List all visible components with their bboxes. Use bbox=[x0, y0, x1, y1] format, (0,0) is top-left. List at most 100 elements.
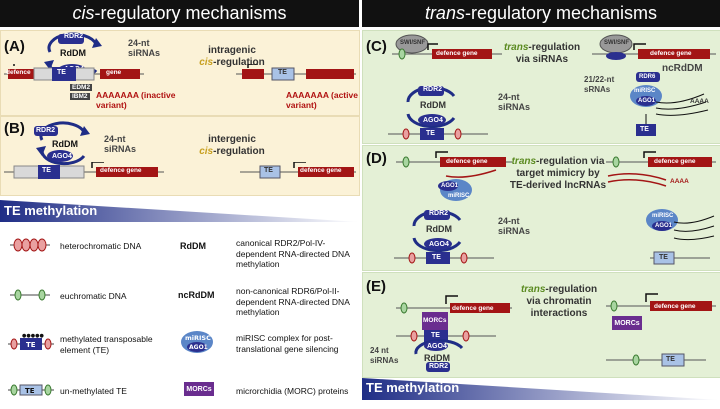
mirisc-icon: miRISC AGO1 bbox=[181, 331, 213, 353]
cis-header-italic: cis bbox=[72, 3, 95, 23]
panel-a-gene-left: defence bbox=[6, 69, 31, 76]
panel-d-title: trans-regulation via target mimicry by T… bbox=[508, 156, 608, 192]
morcs-icon: MORCs bbox=[184, 382, 214, 396]
panel-e-te-left: TE bbox=[431, 332, 440, 339]
svg-text:AGO1: AGO1 bbox=[189, 344, 208, 351]
panel-e-morcs-right-label: MORCs bbox=[614, 319, 640, 327]
unmethylated-te-icon: TE bbox=[8, 384, 54, 396]
heterochromatic-icon bbox=[10, 238, 50, 252]
panel-a-active: AAAAAAA (active variant) bbox=[286, 90, 358, 110]
panel-c-ncrddm: ncRdDM bbox=[662, 63, 703, 74]
panel-e-right-gene bbox=[606, 293, 716, 367]
svg-text:miRISC: miRISC bbox=[185, 334, 211, 342]
panel-d-mirisc-complex bbox=[646, 209, 715, 265]
legend-rddm-abbr: RdDM bbox=[180, 241, 206, 251]
panel-c-ago4: AGO4 bbox=[423, 117, 443, 124]
panel-d-ago1-right: AGO1 bbox=[655, 223, 673, 229]
panel-d-rdr2: RDR2 bbox=[429, 210, 449, 217]
panel-a-ibm2: IBM2 bbox=[70, 93, 90, 100]
legend-morcs: microrchidia (MORC) proteins bbox=[236, 386, 349, 396]
legend-ncrddm-abbr: ncRdDM bbox=[178, 290, 215, 300]
panel-c-polya: AAAA bbox=[690, 98, 709, 105]
panel-c-title: trans-regulation via siRNAs bbox=[502, 42, 582, 66]
panel-b-title-rest: -regulation bbox=[213, 146, 265, 157]
panel-b-title-word: intergenic bbox=[208, 134, 256, 145]
panel-a-right-te: TE bbox=[278, 69, 287, 76]
panel-d-ago1: AGO1 bbox=[441, 183, 459, 189]
panel-c-title-rest: -regulation via siRNAs bbox=[515, 42, 581, 65]
panel-c-swi-right: SWI/SNF bbox=[604, 40, 629, 46]
panel-a-edm2: EDM2 bbox=[70, 84, 93, 91]
panel-b-gene: defence gene bbox=[100, 167, 142, 174]
panel-c-swi-left: SWI/SNF bbox=[400, 40, 425, 46]
panel-a-title-word: intragenic bbox=[208, 45, 256, 56]
legend-unmethylated-te: un-methylated TE bbox=[60, 386, 127, 396]
panel-b-rddm-cycle bbox=[34, 121, 90, 166]
panel-e-title-rest: -regulation via chromatin interactions bbox=[526, 284, 598, 319]
legend-methylated-te: methylated transposable element (TE) bbox=[60, 334, 153, 355]
legend-euchromatic: euchromatic DNA bbox=[60, 291, 127, 301]
te-methylation-gradient-left bbox=[0, 200, 360, 222]
panel-c-rdr6: RDR6 bbox=[639, 74, 656, 80]
legend-heterochromatic: heterochromatic DNA bbox=[60, 241, 142, 251]
panel-a-rddm: RdDM bbox=[60, 48, 86, 58]
panel-c-gene-left: defence gene bbox=[436, 50, 478, 57]
panel-a-sirna: 24-nt siRNAs bbox=[128, 38, 161, 58]
panel-c-ago1: AGO1 bbox=[638, 98, 656, 104]
panel-c-te: TE bbox=[426, 130, 435, 137]
panel-d-rddm: RdDM bbox=[426, 224, 452, 234]
panel-c-sirna-21: 21/22-nt sRNAs bbox=[584, 75, 615, 94]
panel-c-rdr2: RDR2 bbox=[423, 86, 443, 93]
svg-text:●●●●●: ●●●●● bbox=[22, 333, 44, 339]
panel-d-rddm-cycle bbox=[394, 210, 494, 264]
panel-d-right-gene bbox=[606, 151, 716, 187]
panel-c-gene-right: defence gene bbox=[650, 50, 692, 57]
panel-c-mirisc: miRISC bbox=[634, 88, 656, 94]
panel-e-morcs-left: MORCs bbox=[423, 317, 447, 324]
panel-c-sirna: 24-nt siRNAs bbox=[498, 92, 531, 112]
svg-text:TE: TE bbox=[26, 341, 36, 349]
te-methylation-right: TE methylation bbox=[366, 380, 460, 395]
panel-b-right-gene bbox=[240, 162, 356, 179]
panel-d-label: (D) bbox=[366, 150, 387, 167]
panel-b-rddm: RdDM bbox=[52, 139, 78, 149]
panel-d-title-trans: trans bbox=[511, 156, 537, 167]
panel-a-label: (A) bbox=[4, 38, 25, 55]
panel-d-polya: AAAA bbox=[670, 178, 689, 185]
panel-e-ago4: AGO4 bbox=[427, 343, 447, 350]
panel-a-title-cis: cis bbox=[199, 57, 214, 68]
legend-ncrddm: non-canonical RDR6/Pol-II-dependent RNA-… bbox=[236, 286, 350, 317]
te-methylation-left: TE methylation bbox=[4, 203, 98, 218]
cis-header: cis-regulatory mechanisms bbox=[0, 0, 359, 27]
panel-b-te: TE bbox=[42, 167, 51, 174]
panel-d-title-rest: -regulation via target mimicry by TE-der… bbox=[509, 156, 607, 191]
panel-e-sirna: 24 nt siRNAs bbox=[370, 346, 399, 365]
panel-a-gene-right: gene bbox=[106, 69, 122, 76]
panel-e-title: trans-regulation via chromatin interacti… bbox=[514, 284, 604, 320]
panel-c-rddm-cycle bbox=[388, 86, 488, 140]
panel-b-right-te: TE bbox=[264, 167, 273, 174]
panel-c-right-gene bbox=[592, 34, 716, 60]
cis-header-rest: -regulatory mechanisms bbox=[94, 3, 287, 23]
panel-c-title-trans: trans bbox=[503, 42, 529, 53]
legend-mirisc: miRISC complex for post-translational ge… bbox=[236, 333, 339, 354]
panel-a-inactive: AAAAAAA (inactive variant) bbox=[96, 90, 176, 110]
panel-d-gene-right: defence gene bbox=[654, 158, 696, 165]
panel-e-label: (E) bbox=[366, 278, 386, 295]
panel-e-te-right: TE bbox=[666, 356, 675, 363]
methylated-te-icon: ●●●●● TE bbox=[8, 333, 54, 350]
panel-d-sirna: 24-nt siRNAs bbox=[498, 216, 531, 236]
svg-text:TE: TE bbox=[25, 387, 35, 395]
panel-e-left-gene bbox=[396, 295, 512, 372]
panel-d-mirisc-right: miRISC bbox=[652, 213, 674, 219]
panel-c-mirisc-complex bbox=[630, 72, 709, 136]
panel-d-te: TE bbox=[432, 254, 441, 261]
panel-d-mirisc: miRISC bbox=[448, 193, 470, 199]
trans-header-rest: -regulatory mechanisms bbox=[464, 3, 658, 23]
panel-b-sirna: 24-nt siRNAs bbox=[104, 134, 137, 154]
panel-e-rddm: RdDM bbox=[424, 353, 450, 363]
panel-d-gene-left: defence gene bbox=[446, 158, 488, 165]
trans-header-italic: trans bbox=[424, 3, 465, 23]
euchromatic-icon bbox=[10, 289, 50, 301]
panel-e-title-trans: trans bbox=[520, 284, 546, 295]
